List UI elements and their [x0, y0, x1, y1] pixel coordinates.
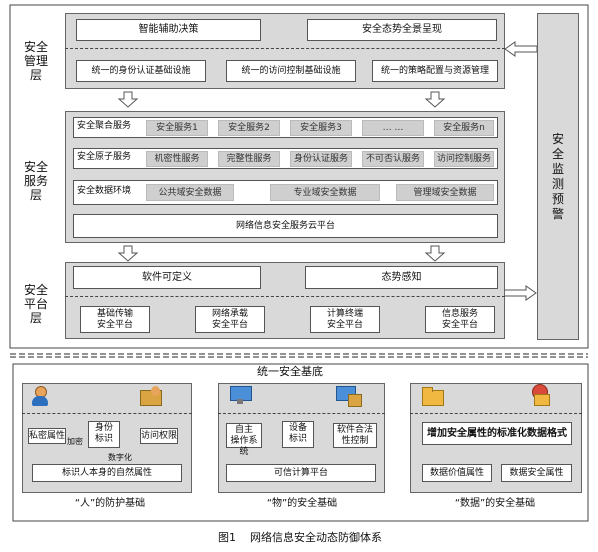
value-attr-box: 数据价值属性 [422, 464, 492, 482]
software-defined-box: 软件可定义 [73, 266, 261, 289]
service-cell: … … [362, 120, 424, 136]
monitor-label: 安 全 监 测 预 警 [551, 132, 564, 221]
foundation-title: 统一安全基底 [257, 365, 323, 378]
platform-layer-label: 安全 平台层 [23, 283, 48, 325]
identity-box: 身份 标识 [88, 421, 120, 448]
folder-icon [422, 386, 444, 406]
atomic-service-label: 安全原子服务 [77, 152, 132, 162]
trusted-platform-box: 可信计算平台 [226, 464, 376, 482]
folder-lock-icon [530, 384, 552, 406]
person-lock-icon [140, 386, 162, 406]
access-infra-box: 统一的访问控制基础设施 [226, 60, 356, 82]
service-cell: 完整性服务 [218, 151, 280, 167]
computer-lock-icon [336, 386, 362, 407]
cloud-platform-box: 网络信息安全服务云平台 [73, 214, 498, 238]
privacy-attr-box: 私密属性 [28, 428, 66, 444]
service-cell: 机密性服务 [146, 151, 208, 167]
policy-infra-box: 统一的策略配置与资源管理 [372, 60, 498, 82]
situation-display-box: 安全态势全景呈现 [307, 19, 497, 41]
service-layer-label: 安全 服务层 [23, 160, 48, 202]
software-legality-box: 软件合法 性控制 [333, 423, 377, 448]
service-cell: 安全服务1 [146, 120, 208, 136]
os-box: 自主 操作系统 [226, 423, 262, 457]
identity-infra-box: 统一的身份认证基础设施 [76, 60, 206, 82]
security-attr-box: 数据安全属性 [501, 464, 572, 482]
service-cell: 安全服务3 [290, 120, 352, 136]
data-cell: 管理域安全数据 [396, 184, 494, 201]
natural-attr-box: 标识人本身的自然属性 [32, 464, 182, 482]
upper-frame [9, 4, 589, 349]
info-service-platform-box: 信息服务 安全平台 [425, 306, 495, 333]
down-arrow-left [117, 91, 139, 108]
service-cell: 安全服务2 [218, 120, 280, 136]
monitor-column: 安 全 监 测 预 警 [537, 13, 579, 340]
computer-icon [230, 386, 252, 404]
intelligent-decision-box: 智能辅助决策 [76, 19, 261, 41]
data-cell: 公共域安全数据 [146, 184, 234, 201]
situation-awareness-box: 态势感知 [305, 266, 498, 289]
standard-format-box: 增加安全属性的标准化数据格式 [422, 422, 572, 445]
monitor-to-management-arrow [504, 41, 538, 57]
terminal-platform-box: 计算终端 安全平台 [310, 306, 380, 333]
service-cell: 访问控制服务 [434, 151, 494, 167]
management-dashed-line [65, 48, 505, 49]
data-cell: 专业域安全数据 [270, 184, 380, 201]
thing-caption: “物”的安全基础 [266, 498, 338, 509]
platform-to-monitor-arrow [501, 285, 537, 301]
service-cell: 不可否认服务 [362, 151, 424, 167]
device-id-box: 设备 标识 [282, 421, 314, 448]
lower-frame [12, 363, 589, 522]
person-icon [32, 386, 48, 406]
platform-dashed-line [65, 296, 505, 297]
data-caption: “数据”的安全基础 [454, 498, 536, 509]
transport-platform-box: 基础传输 安全平台 [80, 306, 150, 333]
aggregate-service-label: 安全聚合服务 [77, 121, 132, 131]
service-cell: 安全服务n [434, 120, 494, 136]
access-rights-box: 访问权限 [140, 428, 178, 444]
service-cell: 身份认证服务 [290, 151, 352, 167]
management-layer-label: 安全 管理层 [23, 40, 48, 82]
down-arrow-right [424, 91, 446, 108]
data-environment-label: 安全数据环境 [77, 186, 132, 196]
figure-caption: 图1 网络信息安全动态防御体系 [218, 531, 382, 544]
digitize-label: 数字化 [108, 453, 132, 462]
network-platform-box: 网络承载 安全平台 [195, 306, 265, 333]
person-caption: “人”的防护基础 [74, 498, 146, 509]
encrypt-label: 加密 [67, 437, 83, 446]
